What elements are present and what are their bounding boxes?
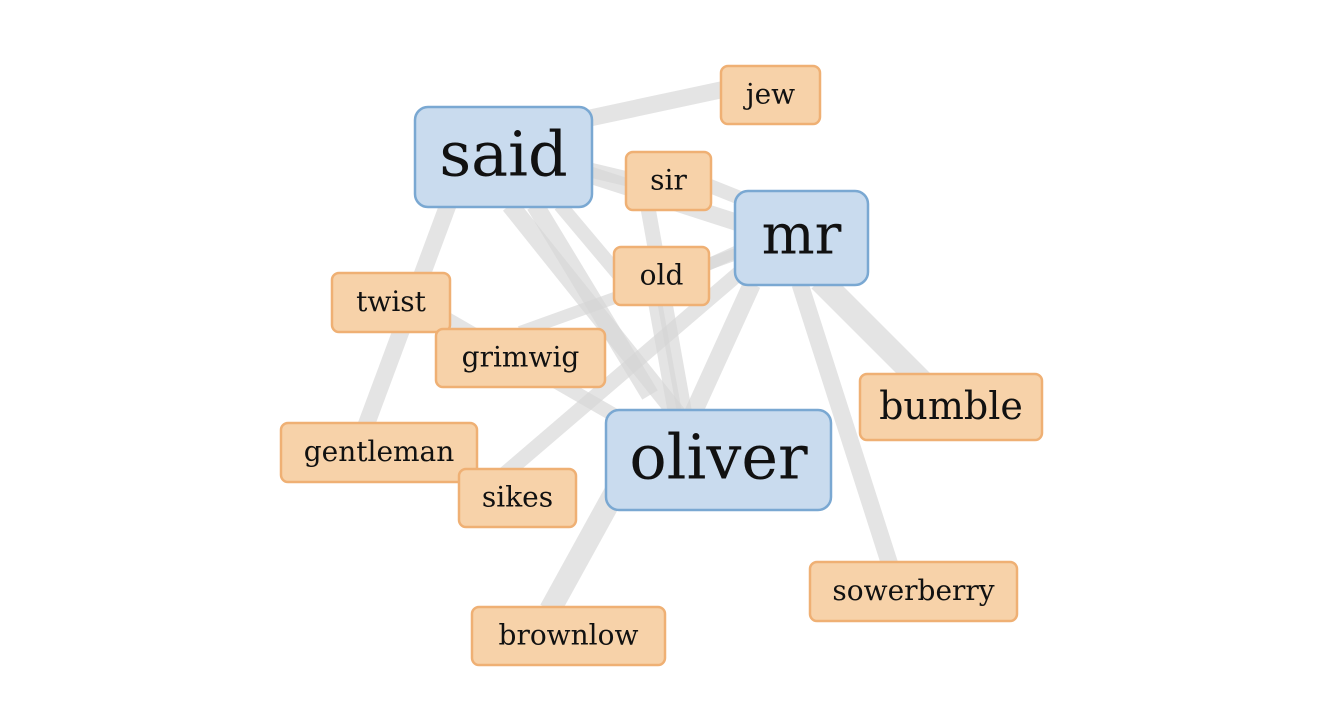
node-mr: mr	[733, 189, 870, 287]
node-label-said: said	[439, 118, 567, 191]
node-box-bumble	[858, 372, 1044, 442]
node-label-old: old	[640, 259, 684, 292]
node-label-jew: jew	[743, 78, 795, 111]
node-box-jew	[719, 64, 822, 126]
edge-old-oliver	[648, 300, 682, 415]
edge-mr-sowerberry	[791, 281, 899, 568]
node-box-said	[413, 105, 594, 209]
node-box-brownlow	[470, 605, 667, 667]
node-box-twist	[330, 271, 452, 334]
node-label-twist: twist	[356, 285, 427, 318]
node-box-sir	[624, 150, 713, 212]
node-sowerberry: sowerberry	[808, 560, 1019, 623]
node-label-sir: sir	[650, 164, 687, 197]
node-jew: jew	[719, 64, 822, 126]
node-label-sikes: sikes	[482, 481, 553, 514]
node-box-grimwig	[434, 327, 607, 389]
node-label-sowerberry: sowerberry	[832, 574, 994, 607]
node-sir: sir	[624, 150, 713, 212]
node-oliver: oliver	[604, 408, 833, 512]
node-said: said	[413, 105, 594, 209]
node-box-sowerberry	[808, 560, 1019, 623]
nodes-layer: said mr oliver jew sir old twist grimwig bumble g…	[279, 64, 1044, 667]
node-box-sikes	[457, 467, 578, 529]
edge-mr-bumble	[811, 271, 934, 394]
node-box-gentleman	[279, 421, 479, 484]
edge-oliver-brownlow	[540, 486, 625, 616]
node-twist: twist	[330, 271, 452, 334]
node-old: old	[612, 245, 711, 307]
node-bumble: bumble	[858, 372, 1044, 442]
node-label-gentleman: gentleman	[304, 435, 455, 468]
node-grimwig: grimwig	[434, 327, 607, 389]
edge-mr-oliver	[681, 280, 761, 424]
node-label-mr: mr	[762, 203, 842, 268]
node-label-brownlow: brownlow	[499, 619, 639, 652]
edge-sir-oliver	[640, 206, 693, 417]
node-box-mr	[733, 189, 870, 287]
node-sikes: sikes	[457, 467, 578, 529]
node-gentleman: gentleman	[279, 421, 479, 484]
node-box-oliver	[604, 408, 833, 512]
node-label-oliver: oliver	[629, 421, 808, 494]
node-box-old	[612, 245, 711, 307]
node-brownlow: brownlow	[470, 605, 667, 667]
node-label-grimwig: grimwig	[462, 341, 580, 374]
node-label-bumble: bumble	[879, 384, 1023, 428]
edge-said-jew	[588, 79, 732, 127]
